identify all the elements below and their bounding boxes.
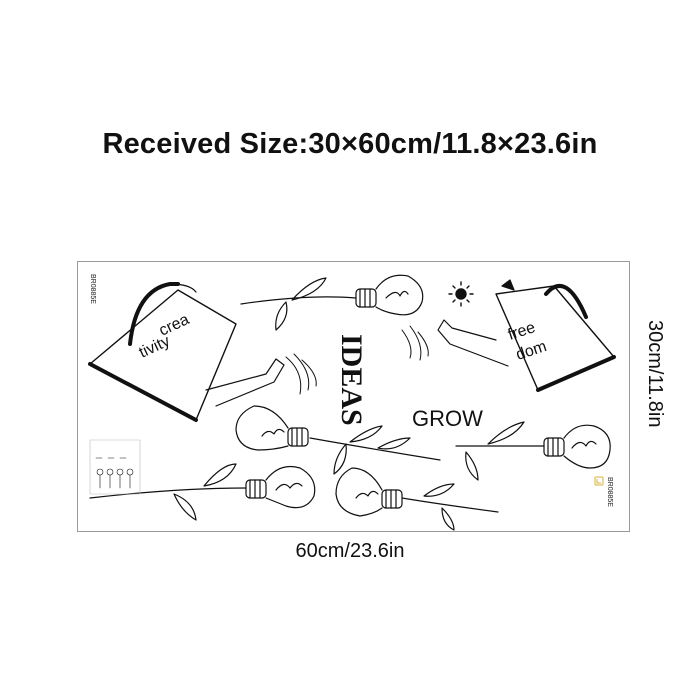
product-code-left: BR0885E [89,274,96,304]
watering-can-right-icon [437,279,616,392]
watering-can-left-icon [88,282,285,422]
decal-sheet: crea tivity free dom IDEAS GROW [77,261,630,532]
right-can-text-2: dom [514,338,549,364]
brand-logo-icon [594,476,604,486]
lightbulb-icon [235,405,441,461]
lightbulb-icon [335,467,499,517]
product-code-right: BR0885E [606,477,613,507]
lightbulb-icon [89,465,316,509]
sample-thumbnail [89,439,141,495]
sun-icon [448,281,474,307]
ideas-text: IDEAS [335,334,368,426]
received-size-title: Received Size:30×60cm/11.8×23.6in [102,128,598,160]
lightbulb-icon [240,274,424,316]
width-dimension-label: 60cm/23.6in [295,540,405,562]
left-can-text-2: tivity [137,333,173,362]
height-dimension-label: 30cm/11.8in [644,320,666,428]
lightbulb-icon [455,424,611,469]
decal-artwork: crea tivity free dom IDEAS GROW [88,274,616,531]
right-can-text-1: free [506,319,538,344]
grow-text: GROW [412,406,483,431]
water-arcs [285,325,429,395]
